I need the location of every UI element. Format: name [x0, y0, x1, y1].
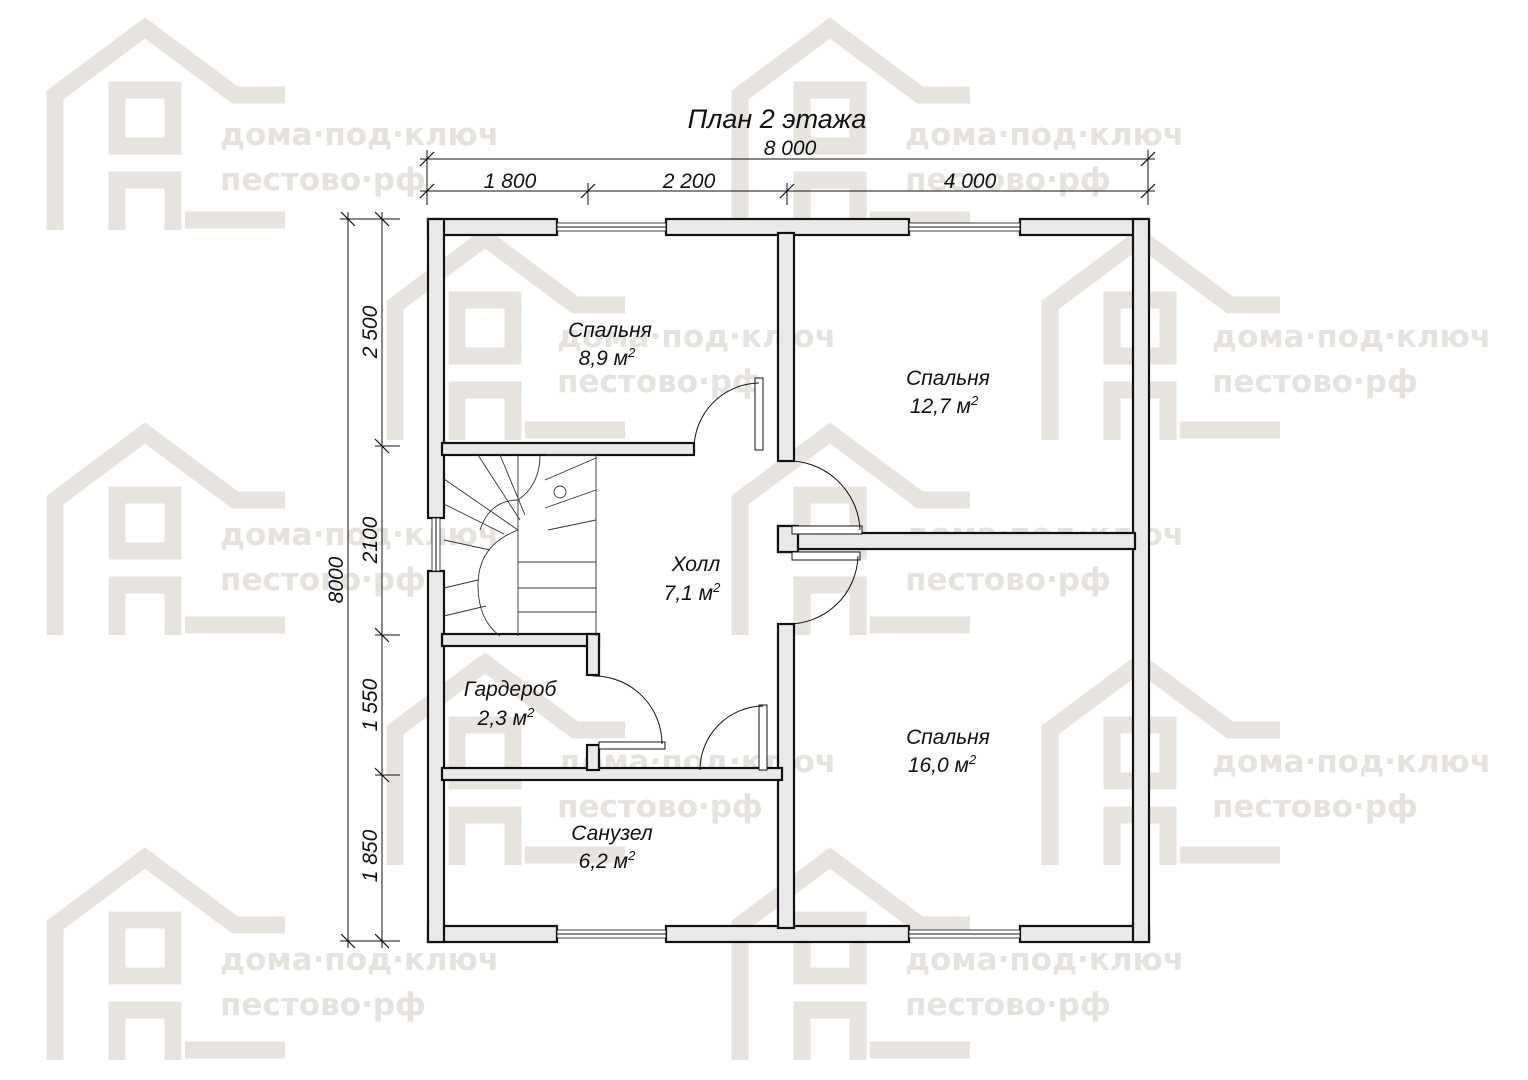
- room-name: Санузел: [571, 822, 653, 845]
- dim-top-total: 8 000: [764, 137, 817, 160]
- dim-left-segment-4: 1 850: [359, 829, 382, 882]
- house-icon: [731, 847, 970, 1060]
- dim-top-segment-1: 1 800: [484, 170, 537, 193]
- watermark-layer: дома·под·ключ пестово·рф дома·под·ключ пест…: [46, 17, 1491, 1060]
- house-icon: [46, 422, 285, 635]
- watermark-line-1: дома·под·ключ: [220, 517, 499, 553]
- room-label-hall: Холл 7,1 м2: [664, 553, 721, 605]
- watermark-line-2: пестово·рф: [220, 162, 426, 198]
- house-icon: [386, 652, 625, 865]
- watermark-line-2: пестово·рф: [557, 789, 763, 825]
- room-name: Спальня: [906, 367, 990, 390]
- watermark-line-1: дома·под·ключ: [1212, 744, 1491, 780]
- room-name: Спальня: [906, 726, 990, 749]
- room-label-wardrobe: Гардероб 2,3 м2: [464, 678, 558, 730]
- house-icon: [1041, 652, 1280, 865]
- house-icon: [386, 227, 625, 440]
- dim-top-segment-2: 2 200: [662, 170, 716, 193]
- doors: [592, 377, 863, 771]
- watermark-line-2: пестово·рф: [220, 987, 426, 1023]
- house-icon: [46, 847, 285, 1060]
- room-label-bedroom-1: Спальня 8,9 м2: [568, 319, 652, 370]
- watermark-line-1: дома·под·ключ: [905, 117, 1184, 153]
- windows: [431, 222, 1021, 939]
- watermark-line-2: пестово·рф: [1212, 364, 1418, 400]
- room-name: Холл: [671, 553, 721, 576]
- room-area: 7,1 м2: [664, 580, 721, 605]
- watermark-line-2: пестово·рф: [905, 987, 1111, 1023]
- watermark-line-2: пестово·рф: [220, 562, 426, 598]
- room-label-bedroom-3: Спальня 16,0 м2: [906, 726, 990, 777]
- dim-left-segment-1: 2 500: [359, 305, 382, 359]
- room-name: Гардероб: [464, 678, 558, 701]
- dim-left-total: 8000: [325, 556, 348, 603]
- dimension-lines: [340, 150, 1156, 949]
- dim-left-segment-3: 1 550: [359, 678, 382, 731]
- room-area: 2,3 м2: [477, 705, 535, 730]
- room-area: 6,2 м2: [579, 848, 636, 873]
- house-icon: [731, 422, 970, 635]
- house-icon: [46, 17, 285, 230]
- room-name: Спальня: [568, 319, 652, 342]
- dim-left-segment-2: 2100: [359, 516, 382, 564]
- room-area: 16,0 м2: [908, 752, 977, 777]
- staircase: [443, 454, 597, 637]
- room-label-bathroom: Санузел 6,2 м2: [571, 822, 653, 873]
- room-label-bedroom-2: Спальня 12,7 м2: [906, 367, 990, 418]
- watermark-line-2: пестово·рф: [905, 162, 1111, 198]
- watermark-line-1: дома·под·ключ: [905, 942, 1184, 978]
- watermark-line-1: дома·под·ключ: [220, 117, 499, 153]
- room-area: 12,7 м2: [910, 393, 979, 418]
- watermark-line-2: пестово·рф: [905, 562, 1111, 598]
- watermark-line-1: дома·под·ключ: [1212, 319, 1491, 355]
- plan-title: План 2 этажа: [688, 104, 867, 134]
- watermark-line-2: пестово·рф: [1212, 789, 1418, 825]
- dim-top-segment-3: 4 000: [944, 170, 997, 193]
- room-area: 8,9 м2: [579, 345, 636, 370]
- watermark-line-2: пестово·рф: [557, 364, 763, 400]
- watermark-line-1: дома·под·ключ: [220, 942, 499, 978]
